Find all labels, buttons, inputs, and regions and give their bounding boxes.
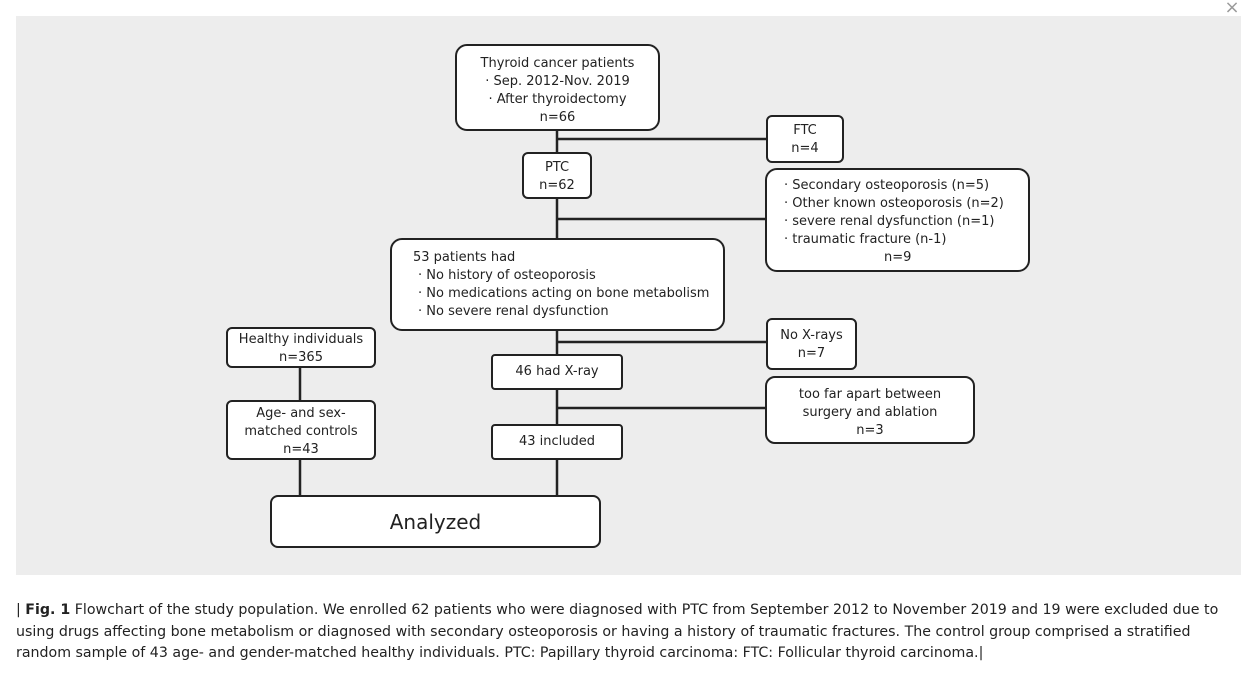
box-count: n=365 [279, 350, 323, 365]
analyzed-box: Analyzed [270, 495, 601, 548]
box-line: Age- and sex- [256, 406, 346, 421]
box-label: Analyzed [389, 510, 482, 534]
caption-leading-bar: | [16, 602, 21, 618]
caption-trailing-bar: | [978, 645, 984, 661]
thyroid-cancer-patients-box: Thyroid cancer patients Sep. 2012-Nov. 2… [455, 44, 660, 131]
no-xrays-box: No X-rays n=7 [766, 318, 857, 370]
caption-text: Flowchart of the study population. We en… [16, 602, 1219, 661]
box-bullet: After thyroidectomy [457, 91, 658, 109]
box-count: n=4 [791, 141, 819, 156]
box-bullet: No medications acting on bone metabolism [413, 285, 723, 303]
figure-label: Fig. 1 [25, 602, 71, 618]
matched-controls-box: Age- and sex- matched controls n=43 [226, 400, 376, 460]
included-box: 43 included [491, 424, 623, 460]
ptc-box: PTC n=62 [522, 152, 592, 199]
box-line: matched controls [244, 424, 358, 439]
box-line: surgery and ablation [802, 405, 938, 420]
exclusion-box: Secondary osteoporosis (n=5) Other known… [765, 168, 1030, 272]
box-count: n=7 [797, 346, 826, 361]
box-title: 53 patients had [413, 250, 516, 265]
had-xray-box: 46 had X-ray [491, 354, 623, 390]
box-bullet: traumatic fracture (n-1) [784, 231, 1028, 249]
box-label: PTC [544, 160, 570, 175]
box-count: n=3 [856, 423, 884, 438]
too-far-apart-box: too far apart between surgery and ablati… [765, 376, 975, 444]
box-label: 43 included [518, 434, 596, 449]
box-label: FTC [793, 123, 817, 138]
box-bullet: Sep. 2012-Nov. 2019 [457, 73, 658, 91]
box-label: No X-rays [780, 328, 843, 343]
box-title: Thyroid cancer patients [480, 56, 635, 71]
ftc-box: FTC n=4 [766, 115, 844, 163]
box-label: Healthy individuals [238, 332, 364, 347]
healthy-individuals-box: Healthy individuals n=365 [226, 327, 376, 368]
box-bullet: severe renal dysfunction (n=1) [784, 213, 1028, 231]
eligible-patients-box: 53 patients had No history of osteoporos… [390, 238, 725, 331]
box-label: 46 had X-ray [515, 364, 599, 379]
box-line: too far apart between [798, 387, 942, 402]
box-count: n=66 [539, 110, 576, 125]
close-icon[interactable]: × [1224, 0, 1240, 18]
box-count: n=9 [884, 250, 912, 265]
box-bullet: Other known osteoporosis (n=2) [784, 195, 1028, 213]
box-bullet: Secondary osteoporosis (n=5) [784, 177, 1028, 195]
box-count: n=43 [283, 442, 319, 457]
box-bullet: No severe renal dysfunction [413, 303, 723, 321]
box-bullet: No history of osteoporosis [413, 267, 723, 285]
box-count: n=62 [539, 178, 575, 193]
figure-caption: | Fig. 1 Flowchart of the study populati… [16, 600, 1231, 665]
